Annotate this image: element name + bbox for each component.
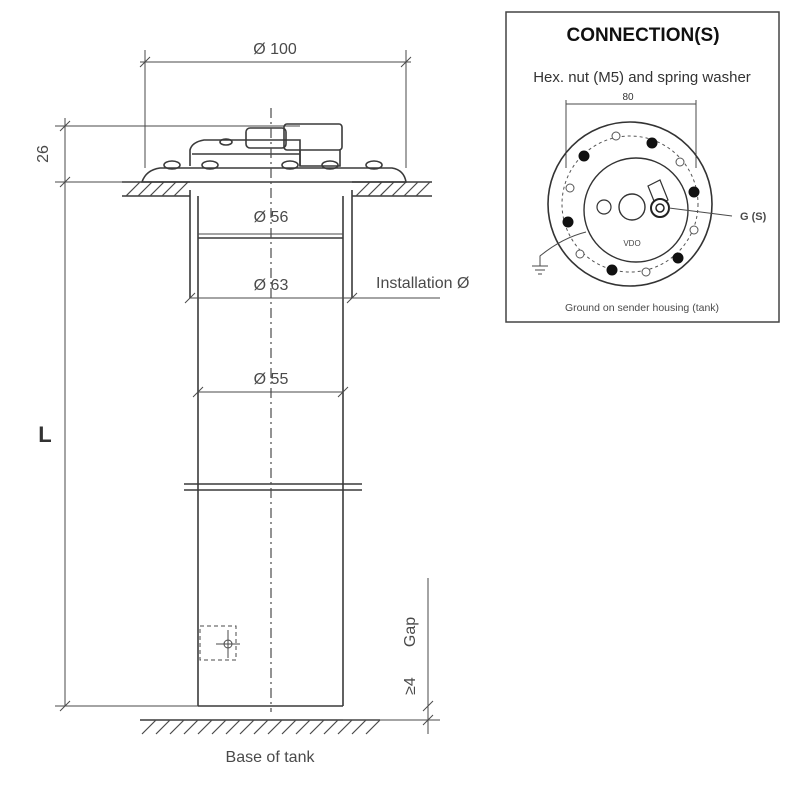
ground-note: Ground on sender housing (tank): [565, 302, 719, 314]
dia-63-label: Ø 63: [254, 277, 289, 294]
tank-base: Base of tank: [140, 719, 381, 766]
dia-55-label: Ø 55: [254, 371, 289, 388]
dimension-gap: ≥4 Gap: [343, 578, 440, 734]
dimension-dia-56: Ø 56: [198, 209, 343, 235]
gap-word-label: Gap: [402, 617, 419, 647]
dimension-length: L: [38, 190, 198, 712]
terminal-g-s: G (S): [647, 179, 767, 223]
dia-56-label: Ø 56: [254, 209, 289, 226]
dimension-26: 26: [35, 118, 300, 190]
sender-flange-head: [140, 123, 407, 183]
dia-100-label: Ø 100: [253, 41, 297, 58]
ground-icon: [532, 231, 587, 275]
gap-value-label: ≥4: [402, 677, 419, 695]
connection-dim-80-label: 80: [622, 92, 634, 103]
height-26-label: 26: [35, 145, 52, 163]
connection-title: CONNECTION(S): [566, 25, 719, 46]
sender-side-view: Ø 100 26: [35, 41, 469, 766]
connection-panel: CONNECTION(S) Hex. nut (M5) and spring w…: [505, 11, 780, 323]
sender-tube: [184, 190, 362, 707]
dimension-dia-100: Ø 100: [139, 41, 412, 168]
length-label: L: [38, 422, 51, 447]
vdo-brand-label: VDO: [623, 239, 640, 248]
dimension-dia-63: Ø 63 Installation Ø: [184, 275, 469, 304]
dimension-dia-55: Ø 55: [192, 371, 349, 398]
installation-dia-label: Installation Ø: [376, 275, 469, 292]
connection-subtitle: Hex. nut (M5) and spring washer: [533, 69, 751, 86]
terminal-label: G (S): [740, 211, 767, 223]
base-of-tank-label: Base of tank: [226, 749, 316, 766]
tank-top-plate: [122, 181, 432, 197]
